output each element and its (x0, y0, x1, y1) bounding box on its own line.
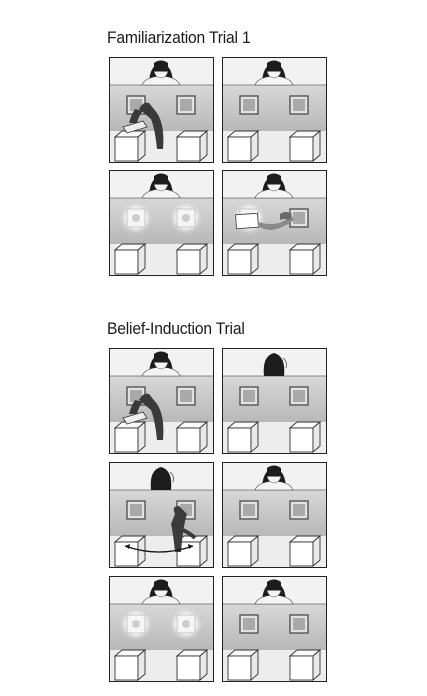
scene-illustration (222, 170, 327, 276)
panel-border (109, 462, 214, 568)
agent-masked-figure (141, 579, 181, 605)
box (175, 421, 209, 453)
panel-border (109, 170, 214, 276)
box (288, 421, 322, 453)
box (288, 649, 322, 681)
section-title-belief-induction: Belief-Induction Trial (107, 319, 245, 338)
back-wall (222, 85, 327, 131)
scene-illustration (222, 348, 327, 454)
agent-turned-figure (150, 467, 175, 490)
agent-arm-lifting-lid (122, 393, 164, 440)
panel-border (109, 348, 214, 454)
scene-panel (222, 57, 327, 163)
back-wall (222, 376, 327, 422)
panel-border (109, 57, 214, 163)
scene-panel (222, 170, 327, 276)
box (226, 243, 260, 275)
box (113, 130, 147, 162)
box (288, 243, 322, 275)
agent-turned-figure (263, 353, 288, 376)
scene-illustration (222, 462, 327, 568)
panel-border (222, 576, 327, 682)
agent-masked-figure (141, 60, 181, 86)
box (175, 130, 209, 162)
box (175, 243, 209, 275)
agent-hand-showing-screen (235, 212, 294, 230)
scene-illustration (109, 462, 214, 568)
agent-masked-figure (254, 579, 294, 605)
scene-illustration (109, 57, 214, 163)
scene-panel (222, 576, 327, 682)
scene-illustration (222, 57, 327, 163)
box (226, 421, 260, 453)
agent-arm-moving-object (124, 506, 197, 553)
box (226, 649, 260, 681)
back-wall (222, 490, 327, 536)
scene-illustration (109, 170, 214, 276)
scene-illustration (109, 576, 214, 682)
agent-masked-figure (254, 60, 294, 86)
box (288, 130, 322, 162)
section-title-familiarization: Familiarization Trial 1 (107, 28, 251, 47)
scene-illustration (222, 576, 327, 682)
scene-illustration (109, 348, 214, 454)
scene-panel (109, 576, 214, 682)
scene-panel (222, 462, 327, 568)
panel-border (222, 348, 327, 454)
box (175, 535, 209, 567)
box (113, 243, 147, 275)
panel-border (222, 462, 327, 568)
panel-border (222, 57, 327, 163)
scene-panel (109, 348, 214, 454)
agent-arm-lifting-lid (122, 102, 164, 149)
agent-masked-figure (141, 173, 181, 199)
panel-border (222, 170, 327, 276)
scene-panel (109, 462, 214, 568)
box (113, 535, 147, 567)
scene-panel (222, 348, 327, 454)
box (288, 535, 322, 567)
box (113, 421, 147, 453)
scene-panel (109, 57, 214, 163)
agent-masked-figure (254, 465, 294, 491)
agent-masked-figure (254, 173, 294, 199)
panel-border (109, 576, 214, 682)
box (226, 130, 260, 162)
scene-panel (109, 170, 214, 276)
box (175, 649, 209, 681)
agent-masked-figure (141, 351, 181, 377)
box (113, 649, 147, 681)
back-wall (109, 490, 214, 536)
back-wall (222, 604, 327, 650)
box (226, 535, 260, 567)
